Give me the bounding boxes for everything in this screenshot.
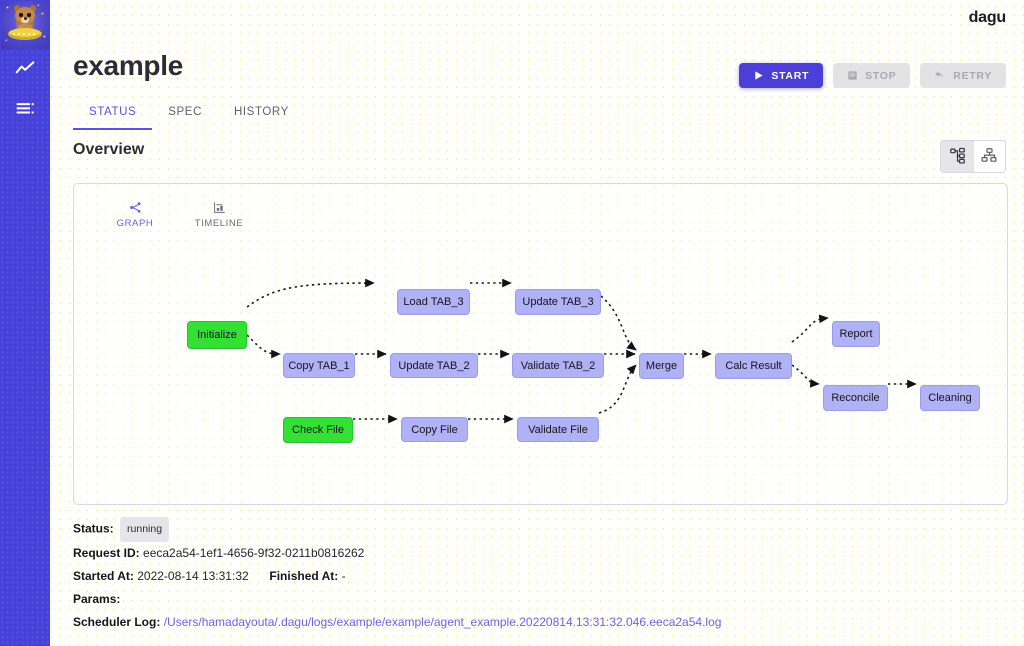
sidebar-item-dashboard[interactable] [0, 49, 50, 89]
trending-up-icon [15, 59, 35, 79]
request-id-value: eeca2a54-1ef1-4656-9f32-0211b0816262 [143, 546, 365, 560]
retry-button-label: RETRY [953, 69, 992, 82]
dag-edges [246, 278, 917, 424]
tab-history[interactable]: HISTORY [233, 106, 289, 118]
app-brand: dagu [968, 9, 1007, 26]
dag-node-cleaning[interactable]: Cleaning [920, 385, 980, 411]
start-button-label: START [771, 69, 810, 82]
started-at-value: 2022-08-14 13:31:32 [137, 569, 249, 583]
main-content: dagu example STATUS SPEC HISTORY START [50, 0, 1024, 646]
dag-node-check-file[interactable]: Check File [283, 417, 353, 443]
sidebar [0, 0, 50, 646]
graph-card: GRAPH TIMELINE [73, 183, 1008, 505]
dag-node-report[interactable]: Report [832, 321, 880, 347]
status-row: Status: running [73, 517, 1004, 542]
params-label: Params: [73, 592, 121, 606]
scheduler-log-link[interactable]: /Users/hamadayouta/.dagu/logs/example/ex… [163, 615, 722, 629]
dag-node-initialize[interactable]: Initialize [187, 321, 247, 349]
graph-mode-timeline[interactable]: TIMELINE [188, 201, 250, 229]
retry-button[interactable]: RETRY [920, 63, 1006, 88]
dag-node-reconcile[interactable]: Reconcile [823, 385, 888, 411]
graph-vertical-icon [981, 147, 998, 167]
graph-mode-graph-label: GRAPH [116, 218, 154, 229]
overview-heading: Overview [73, 141, 145, 158]
tab-spec[interactable]: SPEC [168, 106, 202, 118]
stop-button-label: STOP [865, 69, 897, 82]
stop-grid-icon [847, 70, 858, 81]
dag-node-load-tab-3[interactable]: Load TAB_3 [397, 289, 470, 315]
dag-node-update-tab-2[interactable]: Update TAB_2 [390, 353, 478, 378]
request-id-label: Request ID: [73, 546, 140, 560]
dag-node-validate-tab-2[interactable]: Validate TAB_2 [512, 353, 604, 378]
start-button[interactable]: START [739, 63, 824, 88]
dag-node-update-tab-3[interactable]: Update TAB_3 [515, 289, 601, 315]
graph-vertical-button[interactable] [973, 141, 1005, 172]
graph-direction-toggle [940, 140, 1006, 173]
params-row: Params: [73, 588, 1004, 611]
dag-node-validate-file[interactable]: Validate File [517, 417, 599, 442]
dag-node-copy-file[interactable]: Copy File [401, 417, 468, 442]
finished-at-value: - [341, 569, 346, 583]
action-buttons: START STOP RETRY [739, 63, 1006, 88]
run-details: Status: running Request ID: eeca2a54-1ef… [73, 517, 1004, 634]
status-label: Status: [73, 521, 114, 536]
play-icon [753, 70, 764, 81]
finished-at-label: Finished At: [269, 569, 339, 583]
graph-horizontal-button[interactable] [941, 141, 973, 172]
graph-mode-graph[interactable]: GRAPH [104, 201, 166, 229]
tab-bar: STATUS SPEC HISTORY [73, 100, 305, 130]
dagu-squirrel-ufo-logo[interactable] [1, 1, 49, 49]
dag-node-merge[interactable]: Merge [639, 353, 684, 379]
retry-arrow-icon [934, 70, 946, 81]
graph-mode-timeline-label: TIMELINE [194, 218, 244, 229]
share-nodes-icon [129, 201, 142, 214]
sidebar-item-dags[interactable] [0, 89, 50, 129]
page-title: example [73, 50, 183, 81]
timeline-chart-icon [213, 201, 226, 214]
request-id-row: Request ID: eeca2a54-1ef1-4656-9f32-0211… [73, 542, 1004, 565]
scheduler-log-label: Scheduler Log: [73, 615, 161, 629]
graph-mode-tabs: GRAPH TIMELINE [104, 201, 250, 229]
stop-button[interactable]: STOP [833, 63, 911, 88]
list-icon [15, 99, 35, 119]
scheduler-log-row: Scheduler Log: /Users/hamadayouta/.dagu/… [73, 611, 1004, 634]
tab-status[interactable]: STATUS [73, 100, 153, 130]
graph-horizontal-icon [949, 147, 966, 167]
dag-node-calc-result[interactable]: Calc Result [715, 353, 792, 379]
dag-node-copy-tab-1[interactable]: Copy TAB_1 [283, 353, 355, 378]
started-finished-row: Started At: 2022-08-14 13:31:32 Finished… [73, 565, 1004, 588]
status-badge: running [120, 517, 170, 542]
started-at-label: Started At: [73, 569, 134, 583]
